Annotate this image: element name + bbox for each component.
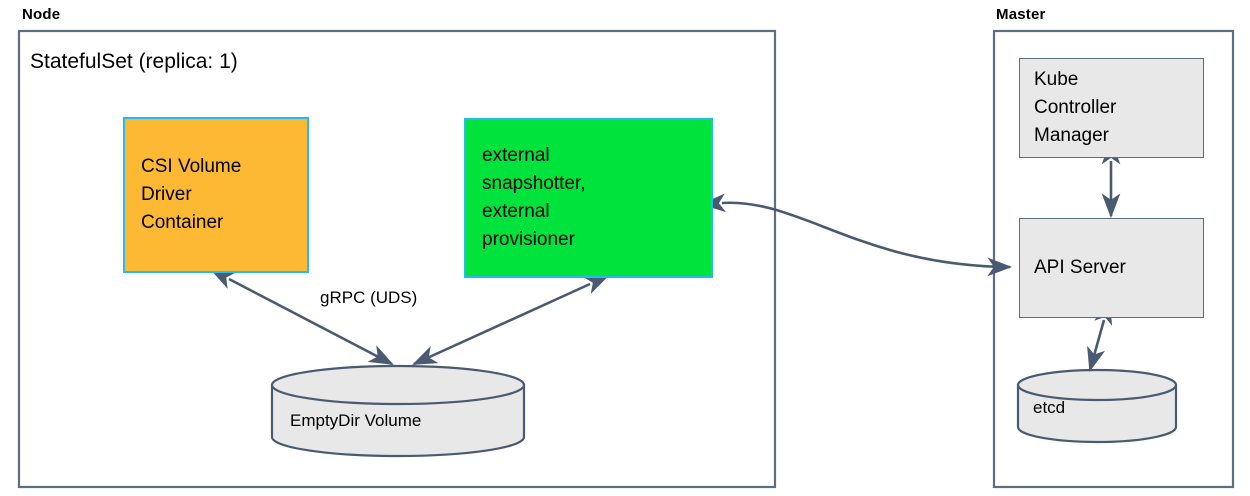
- api-server-label: API Server: [1034, 257, 1126, 278]
- connector-sidecars-to-emptydir: [412, 275, 610, 366]
- connector-apiserver-to-etcd: [1087, 299, 1113, 373]
- emptydir-volume-cylinder: [270, 364, 526, 458]
- master-group-label: Master: [996, 6, 1046, 23]
- external-sidecars-box[interactable]: external snapshotter, external provision…: [464, 118, 713, 278]
- grpc-uds-edge-label: gRPC (UDS): [320, 288, 418, 307]
- etcd-label: etcd: [1033, 398, 1066, 417]
- etcd-cylinder: [1016, 368, 1178, 444]
- kube-controller-manager-label: Kube Controller Manager: [1034, 69, 1117, 146]
- api-server-box[interactable]: API Server: [1019, 218, 1204, 318]
- statefulset-caption: StatefulSet (replica: 1): [30, 50, 238, 73]
- connector-csi-to-emptydir: [210, 269, 394, 366]
- external-sidecars-label: external snapshotter, external provision…: [482, 145, 586, 250]
- emptydir-volume-label: EmptyDir Volume: [290, 411, 422, 430]
- node-group-label: Node: [22, 6, 61, 23]
- kube-controller-manager-box[interactable]: Kube Controller Manager: [1019, 58, 1204, 158]
- connector-sidecars-to-apiserver: [700, 193, 1013, 277]
- csi-volume-driver-container-box[interactable]: CSI Volume Driver Container: [123, 117, 309, 273]
- csi-volume-driver-container-label: CSI Volume Driver Container: [141, 156, 242, 233]
